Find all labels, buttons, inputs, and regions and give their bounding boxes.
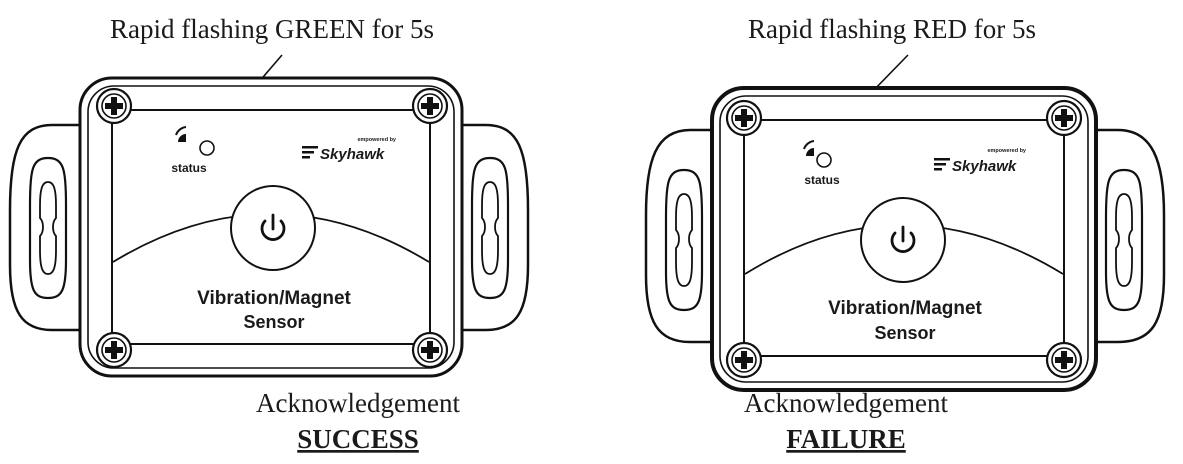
result-label: FAILURE <box>786 424 906 454</box>
power-button[interactable] <box>230 185 316 271</box>
acknowledgement-label: Acknowledgement <box>744 388 948 418</box>
status-label: status <box>804 173 840 187</box>
mounting-flange-left <box>644 128 716 344</box>
screw-icon <box>1045 341 1083 379</box>
brand-name: Skyhawk <box>320 146 385 163</box>
callout-label: Rapid flashing GREEN for 5s <box>110 14 434 44</box>
sensor-title: Vibration/Magnet <box>197 288 351 309</box>
mount-slot-right <box>1115 193 1133 287</box>
screw-icon <box>1045 99 1083 137</box>
power-icon <box>890 225 916 253</box>
screw-icon <box>725 341 763 379</box>
sensor-subtitle: Sensor <box>874 323 935 343</box>
brand-logo-icon <box>302 146 318 159</box>
housing-inner <box>111 109 431 345</box>
wireless-signal-icon <box>803 140 815 156</box>
panel-failure: Rapid flashing RED for 5s <box>644 14 1166 454</box>
mount-slot-left <box>675 193 693 287</box>
status-led <box>199 140 215 156</box>
sensor-device: status empowered by Skyhawk Vibration/Ma… <box>8 76 530 378</box>
callout-label: Rapid flashing RED for 5s <box>748 14 1036 44</box>
sensor-subtitle: Sensor <box>243 312 304 332</box>
power-icon <box>260 213 286 241</box>
brand-name: Skyhawk <box>952 158 1017 175</box>
sensor-title: Vibration/Magnet <box>828 298 982 319</box>
mounting-flange-right <box>452 123 530 332</box>
power-button[interactable] <box>860 197 946 283</box>
mounting-flange-right <box>1092 128 1166 344</box>
screw-icon <box>95 331 133 369</box>
housing-inner <box>743 119 1065 357</box>
brand-tagline: empowered by <box>357 137 396 143</box>
mounting-flange-left <box>8 123 86 332</box>
screw-icon <box>411 331 449 369</box>
wireless-signal-icon <box>175 126 187 142</box>
status-led <box>816 152 832 168</box>
mount-slot-right <box>481 181 499 275</box>
screw-icon <box>411 87 449 125</box>
screw-icon <box>95 87 133 125</box>
brand-logo-icon <box>934 158 950 171</box>
status-label: status <box>171 161 207 175</box>
acknowledgement-label: Acknowledgement <box>256 388 460 418</box>
brand-tagline: empowered by <box>987 148 1026 154</box>
sensor-device: status empowered by Skyhawk Vibration/Ma… <box>644 86 1166 392</box>
panel-success: Rapid flashing GREEN for 5s <box>8 14 530 454</box>
mount-slot-left <box>39 181 57 275</box>
result-label: SUCCESS <box>297 424 419 454</box>
screw-icon <box>725 99 763 137</box>
